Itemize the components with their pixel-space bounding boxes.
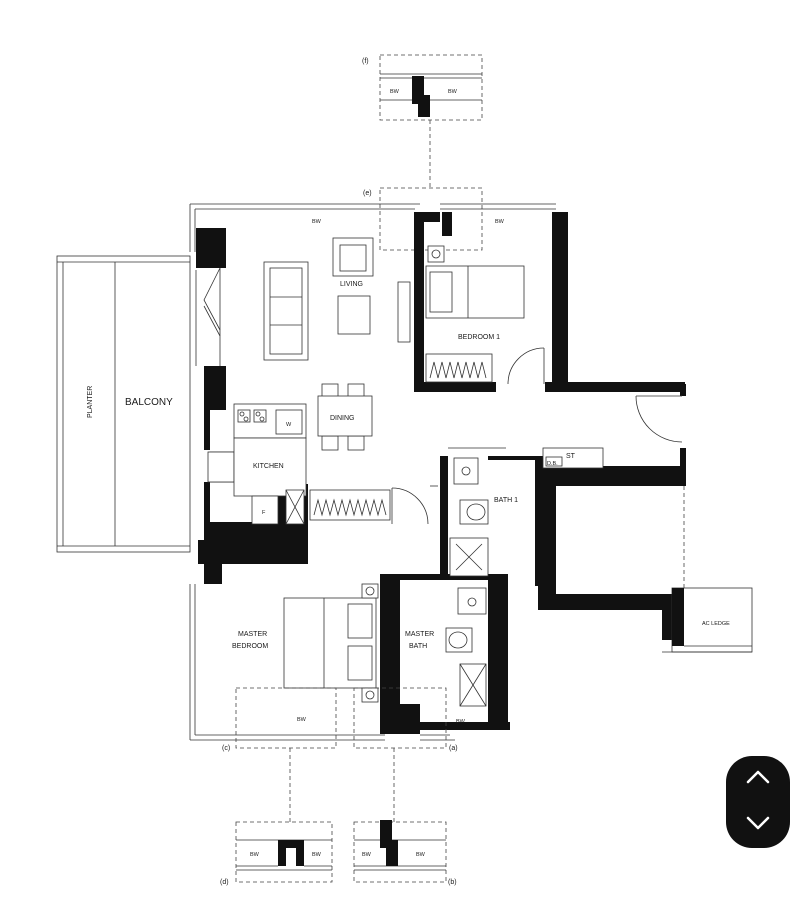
bedroom1-label: BEDROOM 1 bbox=[458, 334, 500, 341]
bath1-fixtures bbox=[430, 447, 506, 577]
detail-d: BW BW (d) bbox=[220, 821, 333, 886]
detail-markers-bottom: (c) (a) bbox=[222, 687, 458, 822]
detail-a-label: (a) bbox=[449, 745, 458, 752]
detail-f-label: (f) bbox=[362, 58, 369, 65]
master-bath-label-line1: MASTER bbox=[405, 631, 434, 638]
bay-window-label: BW bbox=[297, 717, 307, 723]
ac-ledge-label: AC LEDGE bbox=[702, 621, 730, 627]
kitchen-counter bbox=[207, 403, 307, 525]
detail-e-label: (e) bbox=[363, 190, 372, 197]
living-furniture bbox=[263, 237, 411, 361]
store-label: ST bbox=[566, 453, 576, 460]
scroll-up-button[interactable] bbox=[726, 756, 790, 802]
ac-ledge bbox=[662, 587, 753, 653]
outline bbox=[189, 203, 556, 741]
chevron-up-icon bbox=[746, 770, 770, 784]
detail-d-label: (d) bbox=[220, 879, 229, 886]
bay-window-label: BW bbox=[495, 219, 505, 225]
bay-window-label: BW bbox=[456, 719, 466, 725]
master-bath-label-line2: BATH bbox=[409, 643, 427, 650]
master-bedroom-furniture bbox=[283, 583, 379, 703]
chevron-down-icon bbox=[746, 816, 770, 830]
bedroom1-furniture bbox=[425, 245, 545, 385]
master-bedroom-label-line1: MASTER bbox=[238, 631, 267, 638]
balcony-door bbox=[195, 267, 221, 366]
bay-window-label: BW bbox=[312, 852, 322, 858]
bay-window-label: BW bbox=[416, 852, 426, 858]
kitchen-label: KITCHEN bbox=[253, 463, 284, 470]
entry-door bbox=[635, 395, 683, 443]
db-label: D.B. bbox=[547, 461, 558, 467]
detail-f: BW BW (f) bbox=[362, 54, 483, 188]
store-db bbox=[542, 447, 604, 469]
balcony-area: PLANTER BALCONY bbox=[56, 255, 191, 553]
master-bath-fixtures bbox=[445, 587, 487, 707]
balcony-label: BALCONY bbox=[125, 397, 173, 408]
bay-window-label: BW bbox=[250, 852, 260, 858]
scroll-down-button[interactable] bbox=[726, 802, 790, 848]
fridge-label: F bbox=[262, 510, 266, 516]
master-bedroom-label-line2: BEDROOM bbox=[232, 643, 268, 650]
living-label: LIVING bbox=[340, 281, 363, 288]
detail-e: (e) bbox=[363, 187, 483, 251]
bay-window-label: BW bbox=[312, 219, 322, 225]
scroll-control bbox=[726, 756, 790, 848]
detail-b: BW BW (b) bbox=[353, 820, 457, 886]
dining-label: DINING bbox=[330, 415, 355, 422]
bath1-label: BATH 1 bbox=[494, 497, 518, 504]
bay-window-label: BW bbox=[362, 852, 372, 858]
washer-label: W bbox=[286, 422, 292, 428]
planter-label: PLANTER bbox=[87, 386, 94, 418]
corridor-wardrobe bbox=[309, 487, 429, 525]
detail-b-label: (b) bbox=[448, 879, 457, 886]
bay-window-label: BW bbox=[390, 89, 400, 95]
dining-furniture bbox=[317, 383, 373, 451]
detail-c-label: (c) bbox=[222, 745, 230, 752]
bay-window-label: BW bbox=[448, 89, 458, 95]
